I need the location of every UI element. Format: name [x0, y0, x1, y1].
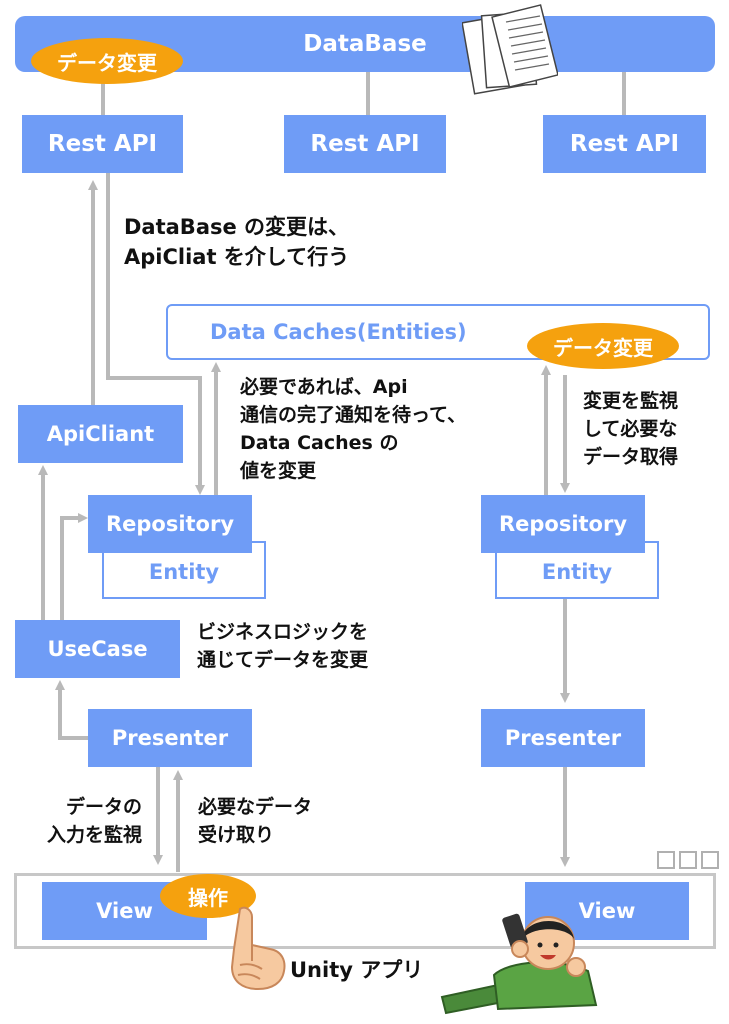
unity-app-label-text: Unity アプリ	[290, 958, 424, 982]
note-business-logic-line1: ビジネスロジックを	[197, 621, 369, 643]
note-receive-data: 必要なデータ 受け取り	[198, 793, 312, 849]
entity-right-label: Entity	[541, 560, 613, 584]
repository-right-box: Repository	[481, 495, 645, 553]
presenter-left-label: Presenter	[111, 726, 229, 750]
rest-api-left-label: Rest API	[47, 131, 158, 157]
note-api-completion-line4: 値を変更	[240, 460, 317, 482]
document-stack-icon	[462, 4, 558, 95]
view-right-label: View	[578, 899, 636, 923]
window-maximize-icon	[679, 851, 697, 869]
rest-api-right-label: Rest API	[569, 131, 680, 157]
operation-badge-label: 操作	[188, 885, 228, 910]
data-change-badge-top: データ変更	[31, 38, 183, 84]
note-database-change: DataBase の変更は、 ApiCliat を介して行う	[124, 212, 349, 272]
presenter-right-box: Presenter	[481, 709, 645, 767]
note-monitor-change-line1: 変更を監視	[583, 390, 679, 412]
presenter-to-usecase-arrow	[55, 680, 88, 740]
presenter-left-box: Presenter	[88, 709, 252, 767]
note-api-completion-line2: 通信の完了通知を待って、	[240, 404, 467, 426]
rest-api-left: Rest API	[22, 115, 183, 173]
data-caches-label: Data Caches(Entities)	[210, 320, 467, 344]
repository-left-label: Repository	[105, 512, 235, 536]
note-monitor-change-line2: して必要な	[583, 418, 678, 440]
repository-right-label: Repository	[498, 512, 628, 536]
window-controls	[657, 851, 719, 869]
note-api-completion-line3: Data Caches の	[240, 432, 399, 454]
view-left-label: View	[96, 899, 153, 923]
usecase-label: UseCase	[47, 637, 148, 661]
note-input-monitoring: データの 入力を監視	[24, 793, 142, 849]
rest-api-center-label: Rest API	[310, 131, 420, 157]
window-minimize-icon	[657, 851, 675, 869]
note-business-logic-line2: 通じてデータを変更	[197, 649, 369, 671]
note-receive-data-line1: 必要なデータ	[198, 796, 313, 818]
note-monitor-change-line3: データ取得	[583, 446, 679, 468]
note-database-change-line2: ApiCliat を介して行う	[124, 245, 350, 269]
usecase-box: UseCase	[15, 620, 180, 678]
rest-api-center: Rest API	[284, 115, 446, 173]
usecase-to-repository-arrow	[60, 513, 88, 620]
note-input-monitoring-line1: データの	[65, 796, 142, 818]
window-close-icon	[701, 851, 719, 869]
entity-left-label: Entity	[148, 560, 220, 584]
database-label: DataBase	[303, 31, 427, 57]
data-change-badge-caches-label: データ変更	[553, 335, 653, 360]
data-change-badge-caches: データ変更	[527, 323, 679, 369]
note-receive-data-line2: 受け取り	[198, 824, 275, 846]
rest-api-right: Rest API	[543, 115, 706, 173]
data-change-badge-top-label: データ変更	[57, 50, 157, 75]
note-api-completion-line1: 必要であれば、Api	[240, 376, 408, 398]
note-business-logic: ビジネスロジックを 通じてデータを変更	[197, 618, 368, 674]
note-api-completion: 必要であれば、Api 通信の完了通知を待って、 Data Caches の 値を…	[240, 373, 466, 485]
person-with-phone-illustration	[440, 913, 598, 1015]
presenter-right-label: Presenter	[504, 726, 622, 750]
repository-left-box: Repository	[88, 495, 252, 553]
note-input-monitoring-line2: 入力を監視	[46, 824, 142, 846]
rest-to-repository-arrow	[106, 172, 205, 495]
api-client-label: ApiCliant	[46, 422, 155, 446]
unity-app-label: Unity アプリ	[290, 956, 423, 984]
note-monitor-change: 変更を監視 して必要な データ取得	[583, 387, 678, 471]
api-client-box: ApiCliant	[18, 405, 183, 463]
pointing-hand-icon	[230, 906, 286, 991]
note-database-change-line1: DataBase の変更は、	[124, 215, 350, 239]
